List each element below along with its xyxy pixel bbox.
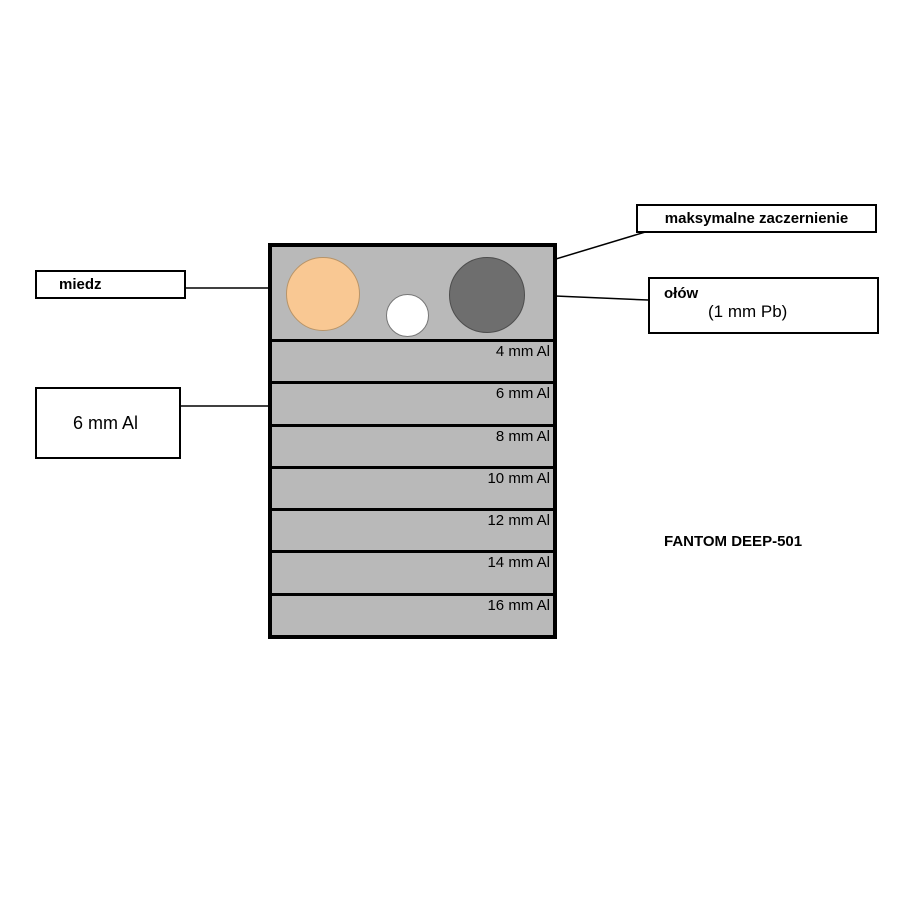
copper-callout-box: miedz <box>35 270 186 299</box>
al-step-row-14mm: 14 mm Al <box>272 553 553 593</box>
al-step-row-8mm: 8 mm Al <box>272 426 553 466</box>
al-step-label: 8 mm Al <box>495 427 550 445</box>
al-step-label: 16 mm Al <box>487 596 550 614</box>
max-blackening-spot <box>386 294 429 337</box>
lead-disc <box>449 257 525 333</box>
lead-label: ołów <box>664 285 699 302</box>
al-step-label: 4 mm Al <box>495 343 550 360</box>
copper-callout-label: miedz <box>59 276 102 293</box>
max-blackening-callout-box: maksymalne zaczernienie <box>636 204 877 233</box>
al-step-row-10mm: 10 mm Al <box>272 468 553 509</box>
al-step-row-12mm: 12 mm Al <box>272 511 553 551</box>
al-step-label: 10 mm Al <box>487 469 550 487</box>
phantom-model-title: FANTOM DEEP-501 <box>664 533 803 550</box>
lead-callout-box: ołów (1 mm Pb) <box>648 277 879 334</box>
lead-sublabel: (1 mm Pb) <box>708 302 788 321</box>
al-step-row-6mm: 6 mm Al <box>272 384 553 424</box>
al-step-label: 6 mm Al <box>495 385 550 403</box>
al-step-row-16mm: 16 mm Al <box>272 595 553 635</box>
al-step-callout-box: 6 mm Al <box>35 387 181 459</box>
phantom-disc-section <box>272 247 553 339</box>
al-step-callout-label: 6 mm Al <box>73 412 139 433</box>
max-blackening-label: maksymalne zaczernienie <box>664 210 849 227</box>
al-step-row-4mm: 4 mm Al <box>272 342 553 382</box>
al-step-label: 12 mm Al <box>487 512 550 530</box>
al-step-label: 14 mm Al <box>487 554 550 572</box>
phantom-body: 4 mm Al 6 mm Al 8 mm Al 10 mm Al 12 mm A… <box>268 243 557 639</box>
copper-disc <box>286 257 360 331</box>
